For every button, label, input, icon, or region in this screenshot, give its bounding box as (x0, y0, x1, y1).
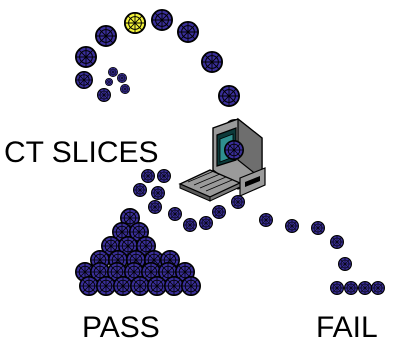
slice-ball (311, 221, 325, 235)
slice-ball (95, 25, 117, 47)
slice-ball (105, 78, 113, 86)
slice-ball (113, 276, 133, 296)
slice-ball (141, 169, 155, 183)
slice-ball (358, 281, 372, 295)
slice-ball (231, 195, 245, 209)
slice-ball (285, 219, 299, 233)
slice-ball (120, 84, 130, 94)
slice-ball (183, 218, 197, 232)
slice-ball (147, 276, 167, 296)
slice-ball (151, 186, 165, 200)
slice-ball (130, 276, 150, 296)
slice-ball (75, 46, 97, 68)
slice-ball (218, 85, 240, 107)
slice-ball (212, 205, 226, 219)
slice-ball (108, 67, 118, 77)
highlighted-slice-ball (124, 12, 146, 34)
slice-ball (371, 281, 385, 295)
slice-ball (79, 276, 99, 296)
slice-ball (168, 207, 182, 221)
computer-terminal-icon (178, 117, 266, 202)
slice-ball (199, 216, 213, 230)
slice-ball (330, 235, 344, 249)
slice-ball (151, 9, 173, 31)
slice-ball (117, 73, 127, 83)
slice-ball (75, 71, 93, 89)
slice-ball (177, 21, 199, 43)
fail-label: FAIL (316, 311, 378, 344)
slice-ball (97, 88, 111, 102)
slice-ball (157, 169, 171, 183)
ct-slices-label: CT SLICES (4, 136, 159, 169)
slice-ball (181, 276, 201, 296)
slice-ball (148, 200, 162, 214)
slice-ball (133, 183, 147, 197)
slice-ball (201, 51, 223, 73)
slice-ball (96, 276, 116, 296)
pass-label: PASS (82, 311, 160, 344)
slice-ball (338, 257, 352, 271)
slice-ball (259, 213, 273, 227)
slice-ball (330, 281, 344, 295)
slice-ball (164, 276, 184, 296)
slice-ball (344, 281, 358, 295)
